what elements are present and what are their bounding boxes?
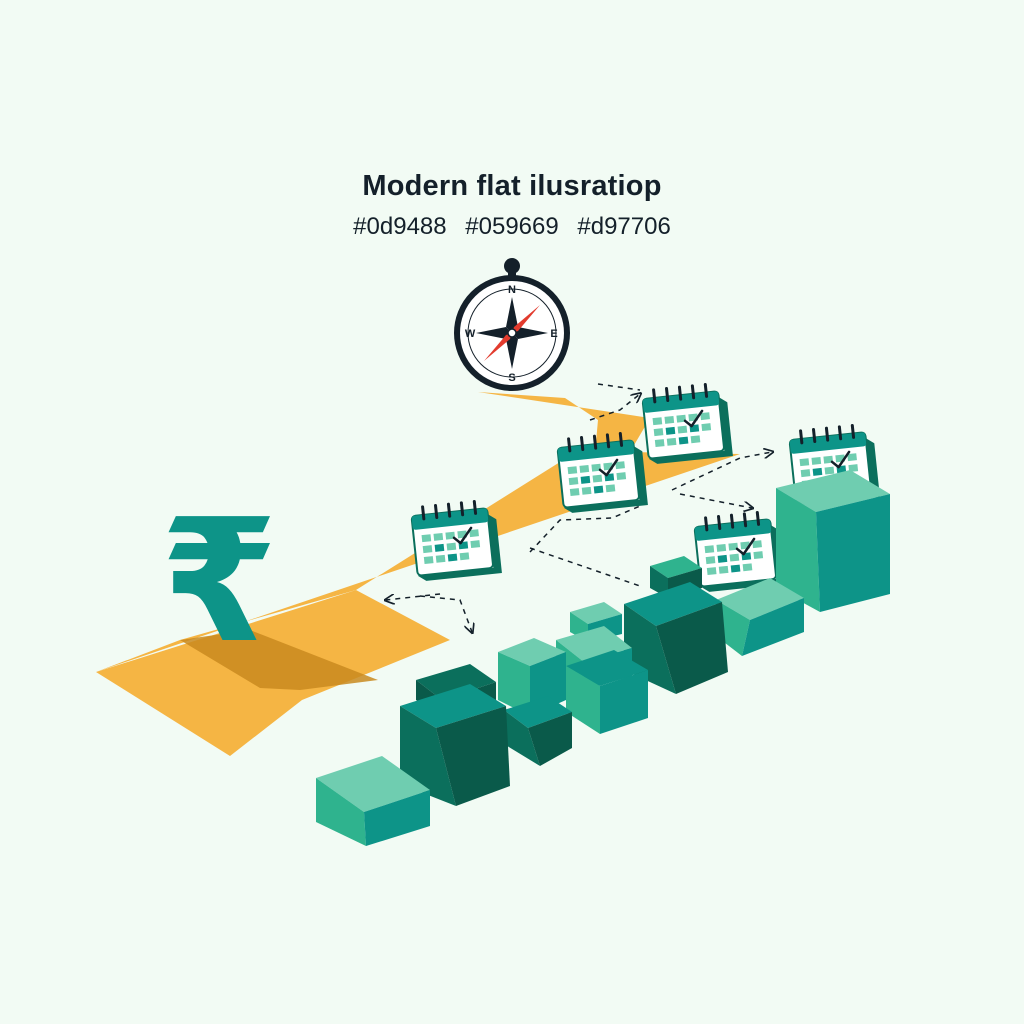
palette-code: #d97706	[577, 213, 671, 240]
compass-icon: N E S W	[454, 258, 570, 391]
caption: Modern flat ilusratiop #0d9488 #059669 #…	[0, 168, 1024, 244]
caption-title: Modern flat ilusratiop	[362, 170, 662, 202]
dashed-arrow-icon	[386, 383, 772, 632]
svg-text:S: S	[508, 372, 515, 384]
palette-code: #059669	[465, 213, 559, 240]
block-stack	[316, 470, 890, 846]
calendar-icon	[409, 497, 504, 584]
svg-text:W: W	[465, 328, 476, 340]
svg-text:N: N	[508, 284, 516, 296]
svg-text:E: E	[550, 328, 557, 340]
calendar-icon	[640, 380, 735, 467]
caption-palette: #0d9488 #059669 #d97706	[0, 210, 1024, 244]
palette-code: #0d9488	[353, 213, 447, 240]
calendar-icon	[555, 429, 650, 516]
rupee-icon: ₹	[160, 483, 278, 681]
svg-text:₹: ₹	[160, 483, 278, 681]
